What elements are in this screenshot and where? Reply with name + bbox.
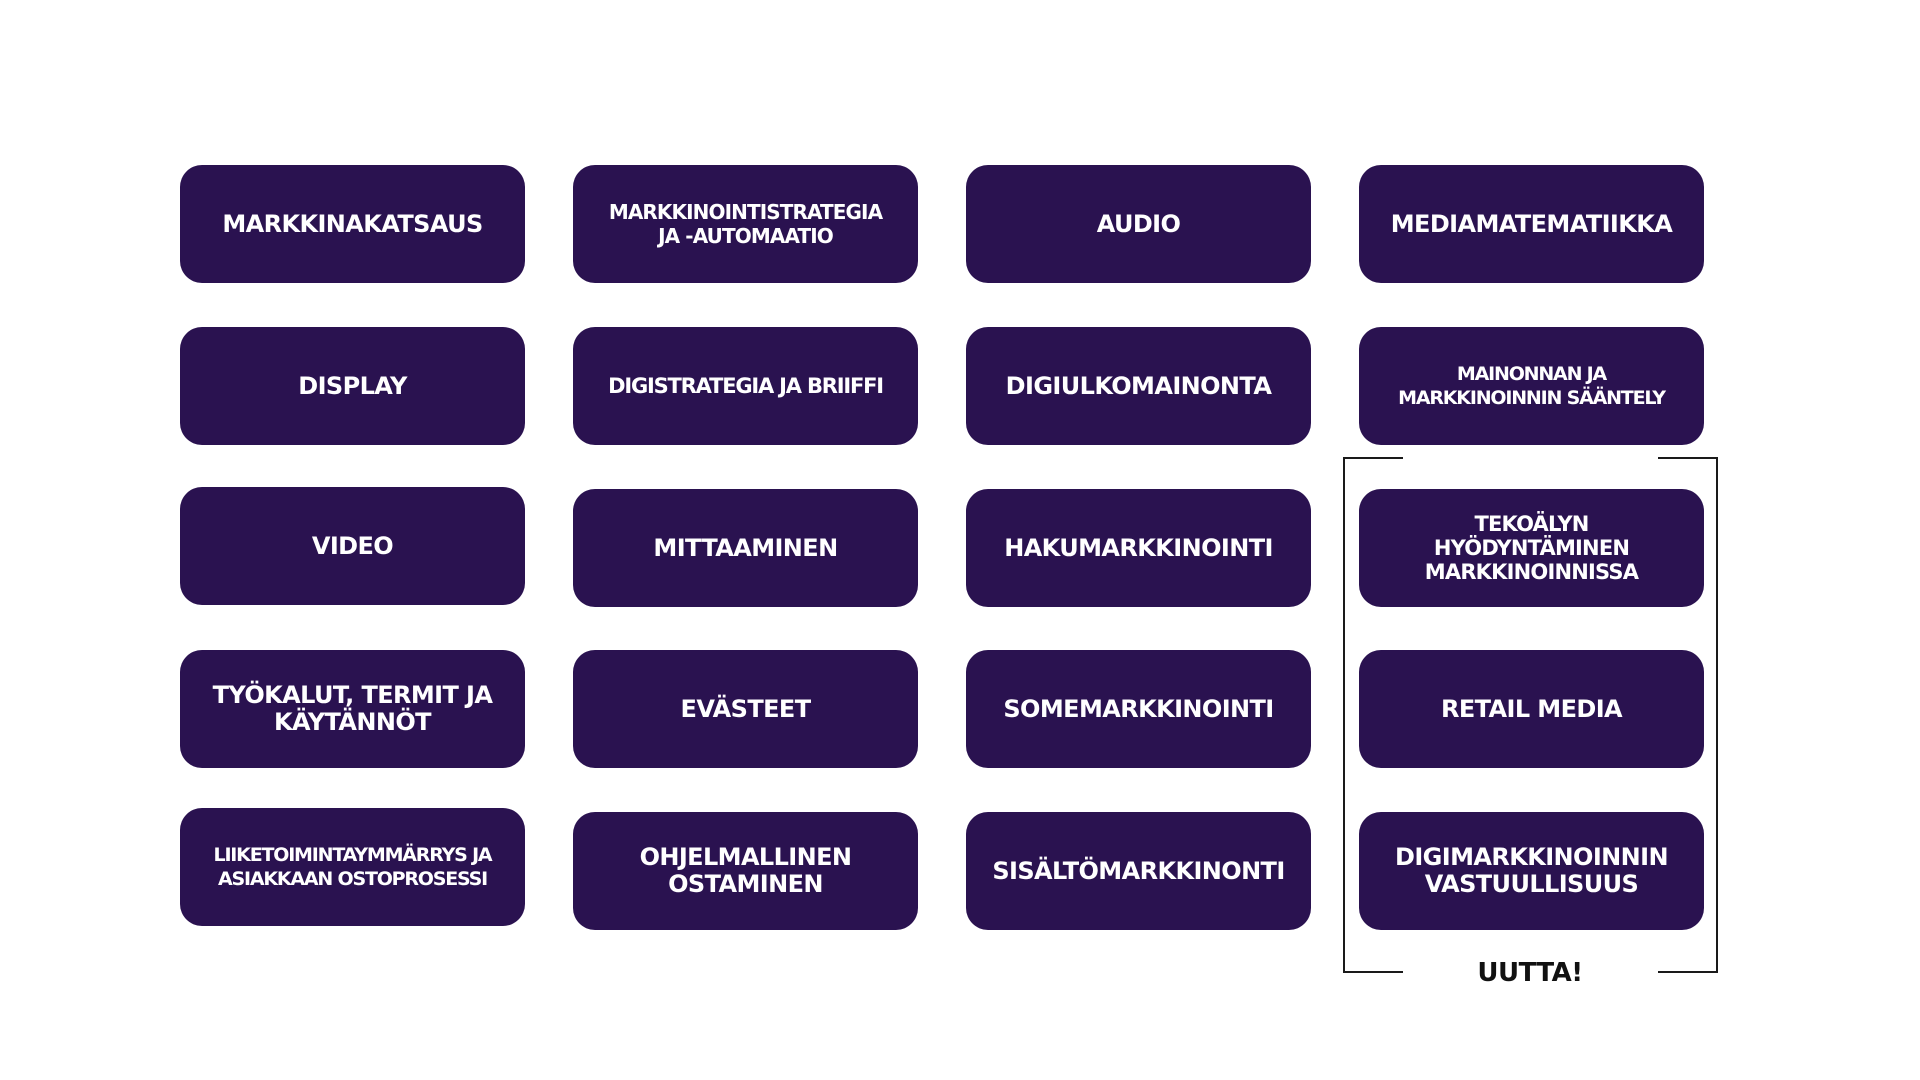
tile-mainonnan-markkinoinnin-saantely[interactable]: MAINONNAN JA MARKKINOINNIN SÄÄNTELY xyxy=(1359,327,1704,445)
tile-markkinakatsaus[interactable]: MARKKINAKATSAUS xyxy=(180,165,525,283)
tile-mittaaminen[interactable]: MITTAAMINEN xyxy=(573,489,918,607)
bracket-bottom-left xyxy=(1343,971,1403,973)
tile-hakumarkkinointi[interactable]: HAKUMARKKINOINTI xyxy=(966,489,1311,607)
tile-label: MEDIAMATEMATIIKKA xyxy=(1390,209,1673,238)
tile-ohjelmallinen-ostaminen[interactable]: OHJELMALLINEN OSTAMINEN xyxy=(573,812,918,930)
tile-label: MARKKINAKATSAUS xyxy=(222,209,483,238)
bracket-left xyxy=(1343,457,1345,973)
tile-label: SISÄLTÖMARKKINONTI xyxy=(992,856,1285,885)
tile-label: LIIKETOIMINTAYMMÄRRYS JA ASIAKKAAN OSTOP… xyxy=(213,844,493,890)
tile-digistrategia-briiffi[interactable]: DIGISTRATEGIA JA BRIIFFI xyxy=(573,327,918,445)
tile-sisaltomarkkinonti[interactable]: SISÄLTÖMARKKINONTI xyxy=(966,812,1311,930)
tile-mediamatematiikka[interactable]: MEDIAMATEMATIIKKA xyxy=(1359,165,1704,283)
tile-markkinointistrategia[interactable]: MARKKINOINTISTRATEGIA JA -AUTOMAATIO xyxy=(573,165,918,283)
tile-digimarkkinoinnin-vastuullisuus[interactable]: DIGIMARKKINOINNIN VASTUULLISUUS xyxy=(1359,812,1704,930)
tile-label: AUDIO xyxy=(1096,209,1181,238)
tile-digiulkomainonta[interactable]: DIGIULKOMAINONTA xyxy=(966,327,1311,445)
tile-display[interactable]: DISPLAY xyxy=(180,327,525,445)
tile-somemarkkinointi[interactable]: SOMEMARKKINOINTI xyxy=(966,650,1311,768)
tile-tyokalut-termit-kaytannot[interactable]: TYÖKALUT, TERMIT JA KÄYTÄNNÖT xyxy=(180,650,525,768)
tile-label: TYÖKALUT, TERMIT JA KÄYTÄNNÖT xyxy=(212,681,493,736)
tile-label: HAKUMARKKINOINTI xyxy=(1004,533,1273,562)
tile-tekoalyn-hyodyntaminen[interactable]: TEKOÄLYN HYÖDYNTÄMINEN MARKKINOINNISSA xyxy=(1359,489,1704,607)
tile-audio[interactable]: AUDIO xyxy=(966,165,1311,283)
tile-label: RETAIL MEDIA xyxy=(1440,694,1623,723)
tile-label: SOMEMARKKINOINTI xyxy=(1003,694,1274,723)
tile-label: DIGIMARKKINOINNIN VASTUULLISUUS xyxy=(1395,843,1669,898)
bracket-top-right xyxy=(1658,457,1718,459)
bracket-right xyxy=(1716,457,1718,973)
tile-label: MARKKINOINTISTRATEGIA JA -AUTOMAATIO xyxy=(608,200,883,248)
tile-evasteet[interactable]: EVÄSTEET xyxy=(573,650,918,768)
tile-label: MAINONNAN JA MARKKINOINNIN SÄÄNTELY xyxy=(1398,363,1666,409)
tile-label: DIGISTRATEGIA JA BRIIFFI xyxy=(608,374,884,398)
bracket-bottom-right xyxy=(1658,971,1718,973)
tile-retail-media[interactable]: RETAIL MEDIA xyxy=(1359,650,1704,768)
tile-label: DISPLAY xyxy=(298,371,407,400)
tile-label: EVÄSTEET xyxy=(680,694,812,723)
tile-label: OHJELMALLINEN OSTAMINEN xyxy=(639,843,852,898)
tile-label: TEKOÄLYN HYÖDYNTÄMINEN MARKKINOINNISSA xyxy=(1424,512,1639,584)
tile-label: VIDEO xyxy=(311,531,394,560)
tile-label: MITTAAMINEN xyxy=(653,533,838,562)
tile-liiketoimintaymmarrys[interactable]: LIIKETOIMINTAYMMÄRRYS JA ASIAKKAAN OSTOP… xyxy=(180,808,525,926)
tile-label: DIGIULKOMAINONTA xyxy=(1005,371,1272,400)
bracket-top-left xyxy=(1343,457,1403,459)
new-section-label: UUTTA! xyxy=(1477,958,1583,988)
tile-video[interactable]: VIDEO xyxy=(180,487,525,605)
